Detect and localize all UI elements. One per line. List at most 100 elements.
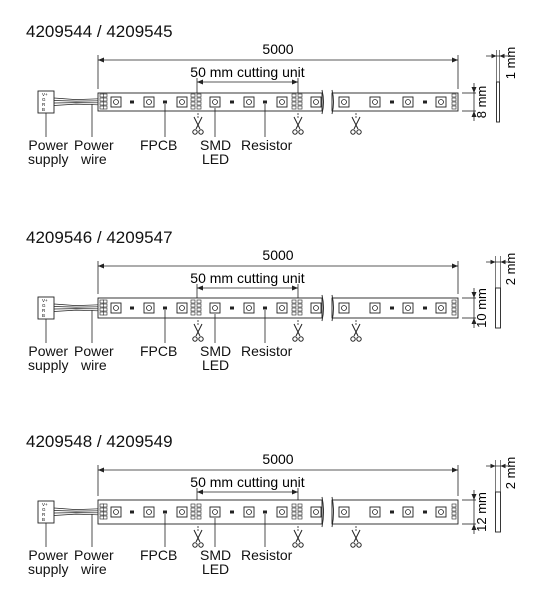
smd-led [144, 303, 154, 313]
copper-pad [191, 512, 195, 515]
power-wire [54, 101, 98, 102]
smd-led [144, 97, 154, 107]
cutting-unit-label: 50 mm cutting unit [190, 474, 304, 490]
copper-pad [452, 516, 456, 519]
resistor-label: Resistor [241, 548, 292, 562]
copper-pad [197, 512, 201, 515]
smd-led-label-line: SMD [200, 344, 231, 358]
resistor-label-line: Resistor [241, 138, 292, 152]
copper-pad [100, 312, 104, 315]
copper-pad [100, 308, 104, 311]
smd-led [210, 507, 220, 517]
arrowhead-left [98, 264, 104, 269]
smd-led [111, 303, 121, 313]
smd-led [210, 303, 220, 313]
thickness-arrow [492, 54, 497, 58]
power-wire-label-line: Power [74, 344, 114, 358]
copper-pad [197, 516, 201, 519]
copper-pad [191, 516, 195, 519]
copper-pad [197, 106, 201, 109]
power-wire-label-line: wire [74, 358, 114, 372]
scissors-blade [194, 530, 202, 542]
smd-led [244, 303, 254, 313]
copper-pad [298, 300, 302, 303]
length-label: 5000 [262, 451, 293, 467]
smd-led [339, 97, 349, 107]
smd-led [111, 97, 121, 107]
scissors-icon [351, 320, 361, 341]
power-supply-label-line: Power [28, 548, 68, 562]
copper-pad [452, 508, 456, 511]
cut-arrow-left [197, 490, 203, 495]
cut-arrow-right [292, 80, 298, 85]
resistor [390, 307, 394, 310]
smd-led [311, 97, 321, 107]
resistor [423, 307, 427, 310]
width-label: 12 mm [474, 492, 489, 532]
length-label: 5000 [262, 247, 293, 263]
resistor [130, 101, 134, 104]
length-label: 5000 [262, 41, 293, 57]
scissors-handle [293, 337, 297, 341]
copper-pad [197, 508, 201, 511]
cut-arrow-left [197, 286, 203, 291]
smd-led [339, 507, 349, 517]
resistor-label: Resistor [241, 138, 292, 152]
scissors-blade [294, 530, 302, 542]
power-supply-label-line: supply [28, 562, 68, 576]
resistor [390, 101, 394, 104]
smd-led [403, 507, 413, 517]
scissors-handle [193, 130, 197, 134]
cut-arrow-left [197, 80, 203, 85]
width-label: 8 mm [474, 86, 489, 119]
smd-led [244, 97, 254, 107]
scissors-icon [193, 113, 203, 134]
smd-led [311, 507, 321, 517]
scissors-handle [357, 337, 361, 341]
smd-led [403, 303, 413, 313]
copper-pad [292, 300, 296, 303]
copper-pad [197, 300, 201, 303]
resistor [263, 101, 267, 104]
copper-pad [292, 516, 296, 519]
connector-pin-label: B [42, 313, 45, 318]
arrowhead-left [98, 58, 104, 63]
smd-led [177, 303, 187, 313]
scissors-handle [357, 130, 361, 134]
scissors-handle [199, 130, 203, 134]
copper-pad [191, 94, 195, 97]
resistor [230, 307, 234, 310]
resistor [263, 307, 267, 310]
scissors-handle [351, 337, 355, 341]
scissors-blade [194, 117, 202, 129]
smd-led-label-line: SMD [200, 138, 231, 152]
resistor [163, 307, 167, 310]
cut-arrow-right [292, 490, 298, 495]
scissors-blade [194, 324, 202, 336]
copper-pad [100, 94, 104, 97]
power-wire [54, 310, 98, 311]
resistor [423, 511, 427, 514]
copper-pad [452, 94, 456, 97]
cutting-unit-label: 50 mm cutting unit [190, 270, 304, 286]
arrowhead-right [452, 468, 458, 473]
scissors-icon [293, 526, 303, 547]
power-wire [54, 508, 98, 510]
width-label: 10 mm [474, 288, 489, 328]
resistor-label-line: Resistor [241, 548, 292, 562]
copper-pad [298, 512, 302, 515]
thickness-label: 2 mm [503, 457, 518, 490]
arrowhead-left [98, 468, 104, 473]
power-supply-label-line: Power [28, 138, 68, 152]
copper-pad [197, 98, 201, 101]
power-wire-label-line: wire [74, 152, 114, 166]
smd-led [277, 507, 287, 517]
scissors-blade [352, 324, 360, 336]
copper-pad [197, 94, 201, 97]
